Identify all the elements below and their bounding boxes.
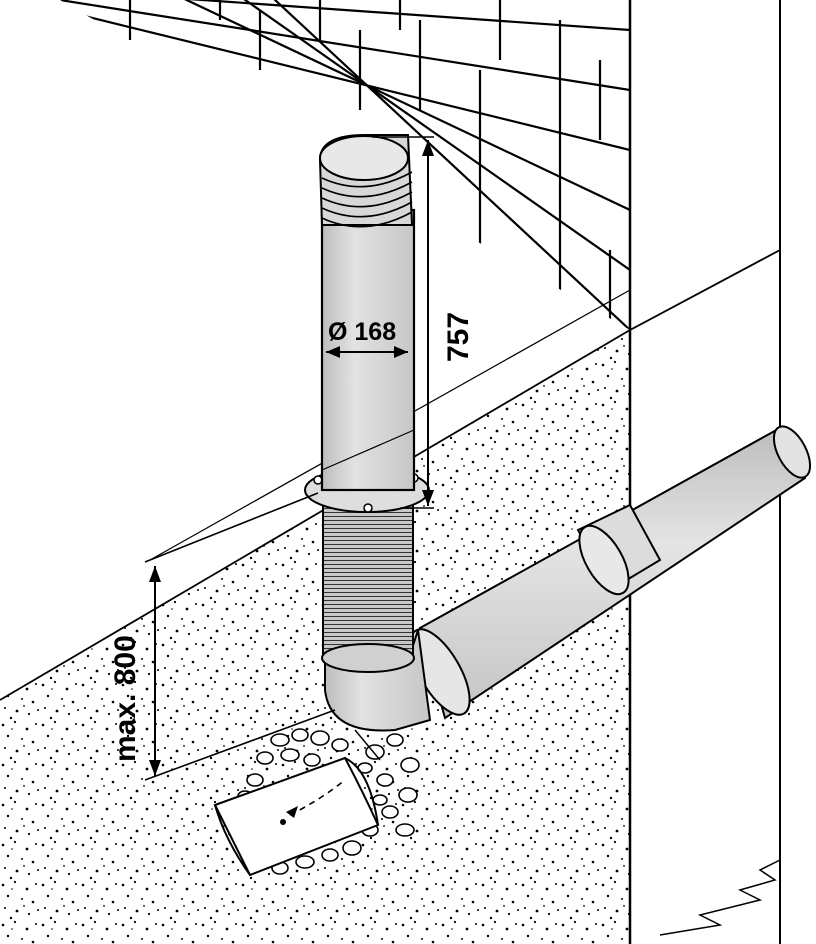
depth-dimension: max. 800	[109, 492, 336, 781]
height-dimension: 757	[372, 136, 475, 509]
depth-label: max. 800	[109, 635, 142, 762]
gravel-soil	[0, 289, 631, 944]
vent-hood	[318, 134, 414, 228]
diameter-dimension: Ø 168	[326, 318, 408, 358]
horizontal-pipe	[409, 425, 812, 720]
drain-pipe	[213, 729, 381, 877]
diameter-label: Ø 168	[328, 318, 396, 346]
height-label: 757	[442, 312, 475, 362]
corrugated-flex-hose	[321, 499, 415, 673]
